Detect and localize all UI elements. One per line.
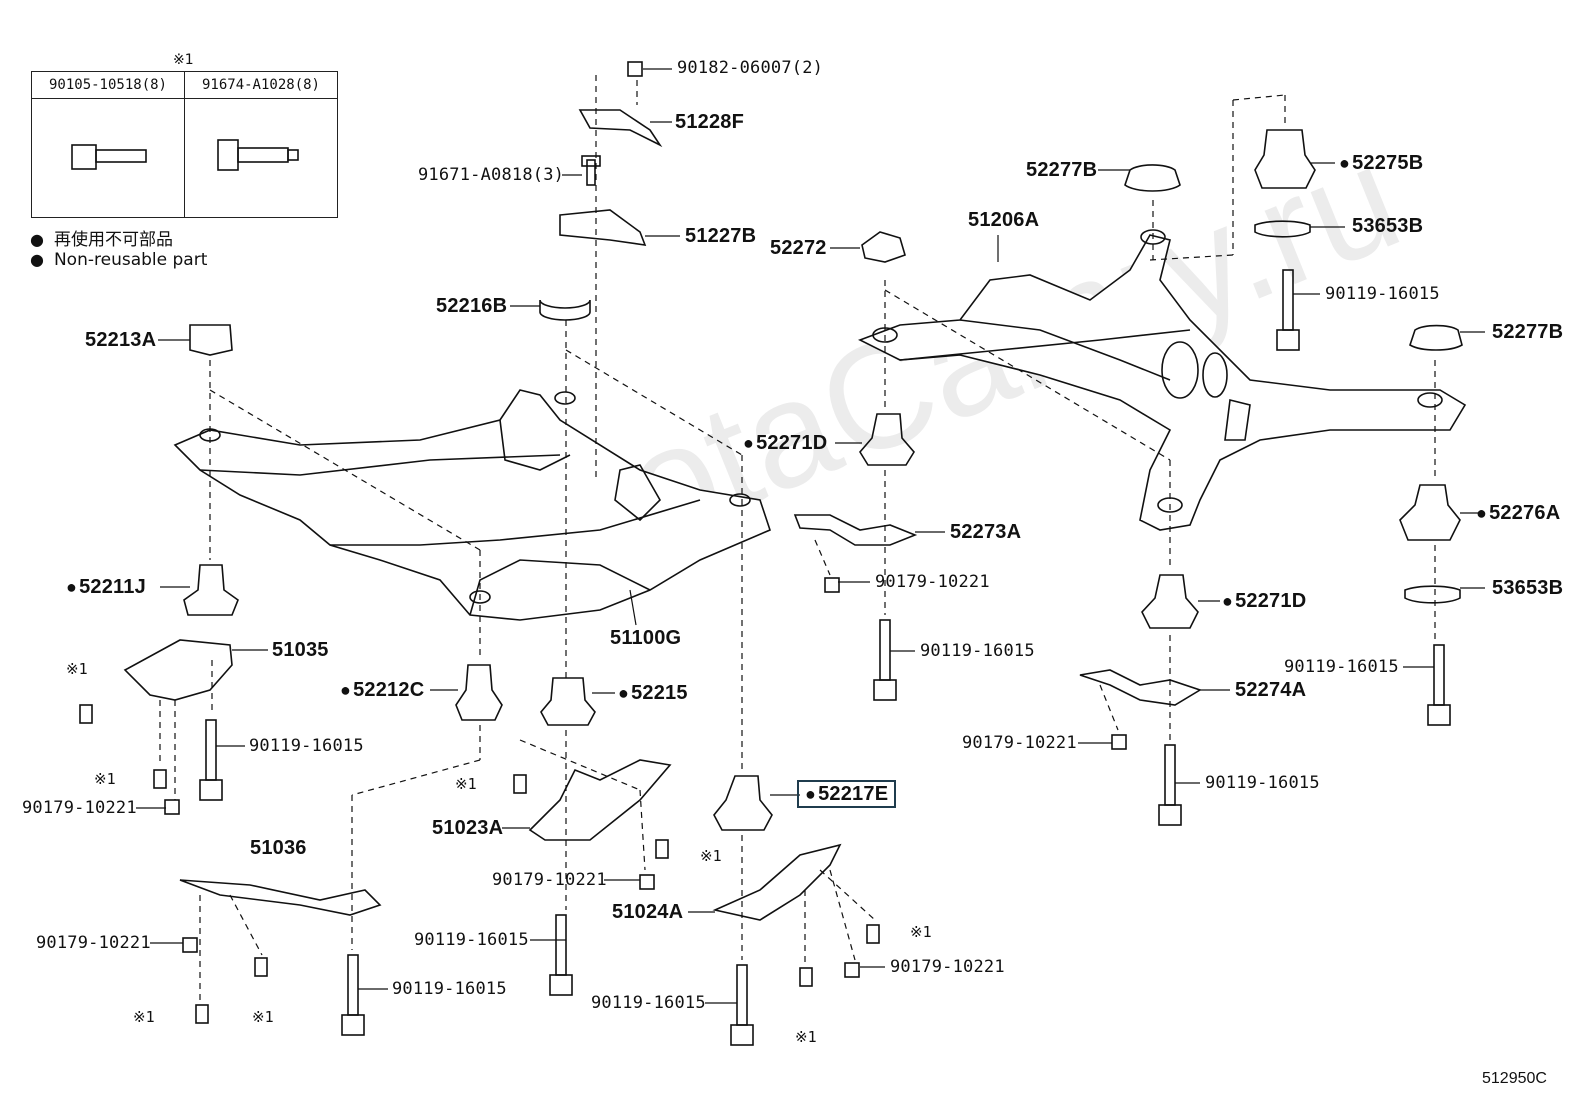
part-label[interactable]: 90119-16015 [392,979,507,999]
bullet-icon: ● [30,230,44,249]
part-label[interactable]: 51228F [675,111,745,133]
mark-note: ※1 [700,847,722,865]
part-label[interactable]: 53653B [1492,577,1564,599]
part-label[interactable]: 52275B [1339,153,1423,173]
mark-note: ※1 [94,770,116,788]
part-label[interactable]: 90179-10221 [22,798,137,818]
part-label[interactable]: 90179-10221 [492,870,607,890]
part-label[interactable]: 52215 [618,683,688,703]
bushing-shapes [183,129,1463,831]
part-label[interactable]: 52212C [340,680,424,700]
nut-shapes [79,577,1127,1024]
part-label[interactable]: 91671-A0818(3) [418,165,565,185]
part-label[interactable]: 51206A [968,209,1040,231]
legend-col1: 90105-10518(8) [48,77,167,93]
part-label[interactable]: 90182-06007(2) [677,58,824,78]
part-label[interactable]: 51036 [250,837,307,859]
part-label[interactable]: 52273A [950,521,1022,543]
front-subframe-drawing [173,389,771,621]
part-label[interactable]: 51100G [610,627,682,649]
part-label[interactable]: 90179-10221 [875,572,990,592]
part-label[interactable]: 90119-16015 [249,736,364,756]
part-label[interactable]: 51024A [612,901,684,923]
leader-lines [136,68,1485,1004]
part-label-highlighted[interactable]: 52217E [797,780,897,808]
legend-mark: ※1 [173,52,194,68]
illustration-reference: 512950C [1482,1070,1547,1087]
mark-note: ※1 [66,660,88,678]
part-label[interactable]: 52271D [1222,591,1306,611]
part-label[interactable]: 90119-16015 [920,641,1035,661]
mark-note: ※1 [910,923,932,941]
part-label[interactable]: 52276A [1476,503,1560,523]
part-label[interactable]: 52211J [66,577,146,597]
part-label[interactable]: 51035 [272,639,329,661]
part-label[interactable]: 52272 [770,237,827,259]
part-label[interactable]: 52213A [85,329,157,351]
legend-note-jp: ●再使用不可部品 [30,230,173,250]
part-label[interactable]: 90119-16015 [591,993,706,1013]
part-label[interactable]: 90119-16015 [1284,657,1399,677]
part-label[interactable]: 90119-16015 [414,930,529,950]
part-label[interactable]: 51227B [685,225,757,247]
part-label[interactable]: 90119-16015 [1205,773,1320,793]
mark-note: ※1 [455,775,477,793]
part-label[interactable]: 90179-10221 [890,957,1005,977]
fastener-legend-table: 90105-10518(8) 91674-A1028(8) [31,71,338,218]
legend-col2: 91674-A1028(8) [201,77,320,93]
mark-note: ※1 [795,1028,817,1046]
part-label[interactable]: 52277B [1026,159,1098,181]
part-label[interactable]: 52274A [1235,679,1307,701]
dashed-guides [159,75,1436,1000]
part-label[interactable]: 90179-10221 [962,733,1077,753]
bullet-icon: ● [30,250,44,269]
bolt-shapes [71,61,1451,1046]
mark-note: ※1 [133,1008,155,1026]
part-label[interactable]: 52216B [436,295,508,317]
part-label[interactable]: 51023A [432,817,504,839]
mark-note: ※1 [252,1008,274,1026]
legend-header: 90105-10518(8) 91674-A1028(8) [32,72,337,99]
legend-note-en: ●Non-reusable part [30,250,208,270]
rear-subframe-drawing [858,229,1467,531]
part-label[interactable]: 53653B [1352,215,1424,237]
part-label[interactable]: 52271D [743,433,827,453]
part-label[interactable]: 90119-16015 [1325,284,1440,304]
legend-divider [184,72,185,217]
part-label[interactable]: 90179-10221 [36,933,151,953]
part-label[interactable]: 52277B [1492,321,1564,343]
